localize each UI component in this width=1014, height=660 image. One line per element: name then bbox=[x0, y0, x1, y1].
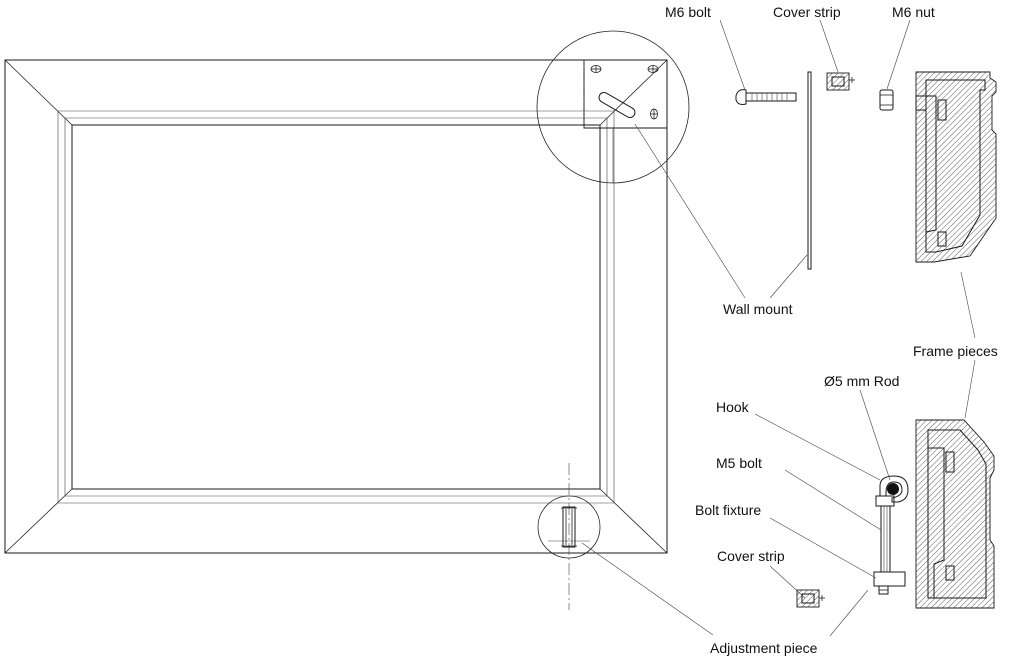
label-cover-strip-bottom: Cover strip bbox=[717, 548, 785, 564]
label-m6-bolt: M6 bolt bbox=[665, 4, 711, 20]
callout-labels: M6 bolt Cover strip M6 nut Wall mount Fr… bbox=[665, 4, 998, 656]
rod-part bbox=[887, 483, 899, 495]
frame-piece-bottom bbox=[915, 419, 995, 609]
picture-frame bbox=[4, 59, 668, 554]
screw-head-icon bbox=[590, 65, 602, 73]
wall-mount-detail bbox=[536, 30, 690, 184]
label-m6-nut: M6 nut bbox=[892, 4, 935, 20]
label-hook: Hook bbox=[716, 399, 750, 415]
m5-bolt-part bbox=[875, 495, 895, 573]
label-frame-pieces: Frame pieces bbox=[913, 343, 998, 359]
label-wall-mount: Wall mount bbox=[723, 301, 793, 317]
m6-nut-part bbox=[879, 89, 894, 111]
frame-piece-top bbox=[915, 71, 997, 263]
mounting-slot bbox=[598, 92, 636, 118]
bolt-fixture-part bbox=[873, 571, 906, 595]
label-rod: Ø5 mm Rod bbox=[824, 373, 899, 389]
adjustment-detail bbox=[537, 463, 601, 610]
wall-mount-plate bbox=[807, 71, 812, 270]
screw-head-icon bbox=[650, 108, 658, 120]
label-bolt-fixture: Bolt fixture bbox=[695, 502, 761, 518]
label-adjustment-piece: Adjustment piece bbox=[710, 640, 818, 656]
label-cover-strip-top: Cover strip bbox=[773, 4, 841, 20]
hook-part bbox=[879, 475, 909, 503]
screw-head-icon bbox=[647, 65, 659, 73]
leader-lines bbox=[581, 19, 976, 637]
m6-bolt-part bbox=[735, 89, 797, 105]
cover-strip-top-part bbox=[826, 72, 855, 91]
label-m5-bolt: M5 bolt bbox=[716, 455, 762, 471]
cover-strip-bottom-part bbox=[796, 589, 825, 608]
